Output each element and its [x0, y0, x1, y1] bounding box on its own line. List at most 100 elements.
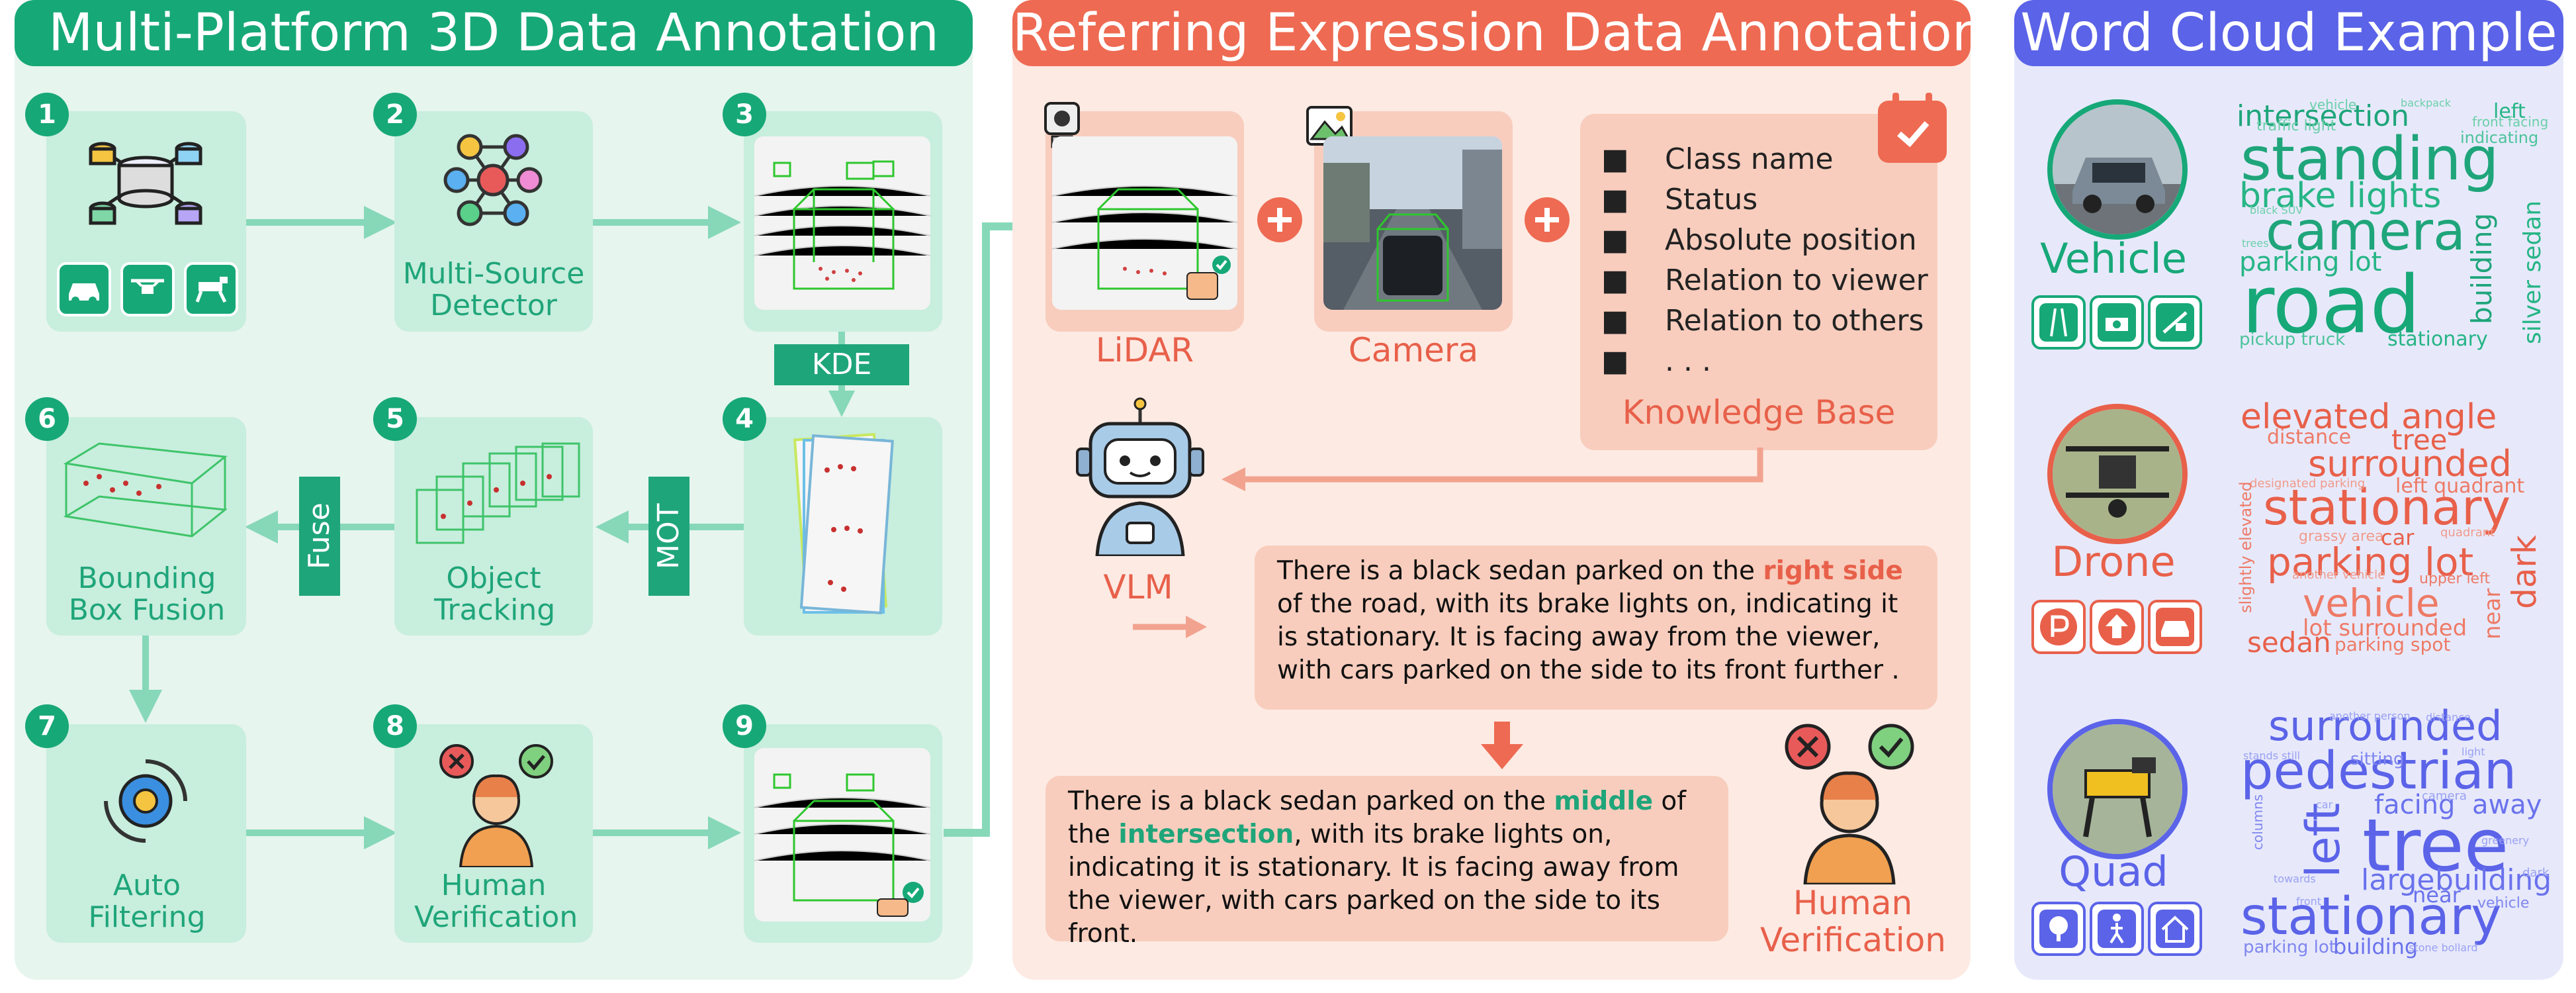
road-icon: [2031, 295, 2086, 350]
wc-quad-word: front: [2296, 895, 2322, 908]
highlight-middle: middle: [1554, 786, 1654, 816]
wc-quad-word: camera: [2422, 789, 2467, 803]
left-panel-title: Multi-Platform 3D Data Annotation: [15, 0, 973, 66]
pedestrian-icon: [2090, 902, 2144, 956]
wc-quad-word: stone bollard: [2409, 941, 2478, 954]
kb-item: ■Relation to viewer: [1601, 263, 1928, 297]
camera-image: [1323, 136, 1502, 310]
wc-quad-word: car: [2316, 798, 2333, 811]
wc-quad-word: pedestrian: [2241, 741, 2517, 801]
vehicle-label: Vehicle: [2040, 234, 2187, 283]
wc-quad-word: vehicle: [2477, 895, 2530, 912]
step-8-badge: 8: [373, 704, 417, 748]
human-verifier-icon-2: [1785, 724, 1914, 884]
human-verification-label: Human Verification: [1760, 884, 1946, 959]
wc-vehicle-word: intersection: [2237, 99, 2409, 133]
wc-drone-word: distance: [2267, 426, 2352, 449]
wc-vehicle-word: silver sedan: [2519, 200, 2546, 344]
drone-photo: [2047, 404, 2188, 544]
wc-drone-word: parking lot: [2267, 540, 2474, 585]
human-verifier-icon: [439, 744, 553, 867]
step-7-label: Auto Filtering: [88, 869, 206, 934]
step-2-badge: 2: [373, 93, 417, 136]
tree-icon: [2031, 902, 2086, 956]
kb-list: ■Class name ■Status ■Absolute position ■…: [1601, 139, 1928, 381]
wc-drone-word: left quadrant: [2395, 475, 2525, 498]
step-2-label: Multi-Source Detector: [402, 257, 585, 322]
mot-tag: MOT: [648, 477, 689, 596]
knowledge-base-label: Knowledge Base: [1622, 393, 1896, 432]
vlm-to-text-arrow: [1133, 616, 1207, 638]
calendar-check-icon: [1878, 93, 1947, 163]
step-4-badge: 4: [723, 397, 766, 441]
kb-item: ■Class name: [1601, 142, 1834, 176]
wc-drone-word: grassy area: [2299, 528, 2384, 545]
expression-initial-text: There is a black sedan parked on the rig…: [1277, 556, 1903, 685]
wc-quad-word: tree: [2362, 803, 2509, 888]
car-icon: [57, 262, 111, 316]
wc-vehicle-word: black SUV: [2250, 204, 2303, 216]
wc-drone-word: elevated angle: [2241, 397, 2497, 437]
step-5-badge: 5: [373, 397, 417, 441]
wc-drone-word: parking spot: [2334, 634, 2451, 655]
middle-panel-title: Referring Expression Data Annotation: [1012, 0, 1984, 66]
wc-vehicle-word: standing: [2241, 124, 2499, 194]
knowledge-base-box: [1580, 114, 1937, 450]
wc-drone-word: sedan: [2247, 626, 2331, 659]
database-icon: [89, 142, 202, 225]
wc-vehicle-word: vehicle: [2309, 97, 2357, 113]
kde-tag: KDE: [774, 344, 909, 385]
gear-icon: [104, 759, 187, 843]
expression-initial-box: [1255, 545, 1937, 710]
wc-quad-word: left: [2296, 802, 2350, 878]
wc-drone-word: upper left: [2419, 571, 2491, 587]
image-icon: [1306, 106, 1353, 146]
wc-vehicle-word: traffic light: [2256, 118, 2336, 134]
wc-drone-word: quadrant: [2440, 526, 2495, 540]
wc-drone-word: dark: [2505, 535, 2544, 609]
kb-item: ■Status: [1601, 183, 1758, 216]
step-7-badge: 7: [25, 704, 69, 748]
wc-vehicle-word: brake lights: [2239, 176, 2442, 216]
up-arrow-icon: [2090, 600, 2144, 654]
kb-item: ■Absolute position: [1601, 223, 1917, 257]
wc-quad-word: greenery: [2481, 834, 2530, 847]
quad-label: Quad: [2059, 847, 2168, 896]
wc-quad-word: surrounded: [2268, 702, 2503, 750]
drone-icon: [120, 262, 175, 316]
lidar-image: [1052, 136, 1237, 310]
plus-icon: [1257, 197, 1302, 242]
wc-vehicle-word: front facing: [2472, 114, 2549, 130]
wc-quad-word: columns: [2250, 794, 2266, 850]
wc-vehicle-word: stationary: [2387, 328, 2488, 351]
step-1-badge: 1: [25, 93, 69, 136]
quad-photo: [2047, 719, 2188, 859]
wc-quad-word: away: [2472, 790, 2542, 820]
step-5-label: Object Tracking: [434, 561, 556, 627]
wc-quad-word: stationary: [2241, 887, 2502, 947]
right-panel-title: Word Cloud Example: [2014, 0, 2563, 66]
vehicle-photo: [2047, 99, 2188, 240]
wc-drone-word: another vehicle: [2292, 568, 2385, 582]
refine-arrow: [1481, 722, 1523, 769]
car-icon-2: [2148, 600, 2202, 654]
wc-drone-word: tree: [2391, 424, 2448, 456]
lidar-label: LiDAR: [1095, 331, 1194, 369]
wc-vehicle-word: parking lot: [2239, 247, 2382, 277]
tracking-image: [416, 442, 580, 544]
wc-quad-word: facing: [2374, 790, 2456, 820]
fuse-tag: Fuse: [299, 477, 340, 596]
wc-vehicle-word: trees: [2242, 237, 2269, 250]
expression-refined-box: [1045, 776, 1728, 941]
wc-vehicle-word: camera: [2266, 201, 2466, 262]
wc-drone-word: near: [2479, 588, 2506, 639]
wc-drone-word: car: [2381, 525, 2415, 550]
kb-item: ■Relation to others: [1601, 304, 1924, 338]
wc-quad-word: sitting: [2350, 749, 2405, 769]
verified-lidar-image: [754, 748, 930, 922]
wc-drone-word: designated parking: [2250, 477, 2366, 491]
network-icon: [443, 134, 543, 226]
step-6-badge: 6: [25, 397, 69, 441]
wc-quad-word: towards: [2274, 873, 2316, 885]
wc-quad-word: light: [2462, 745, 2485, 758]
